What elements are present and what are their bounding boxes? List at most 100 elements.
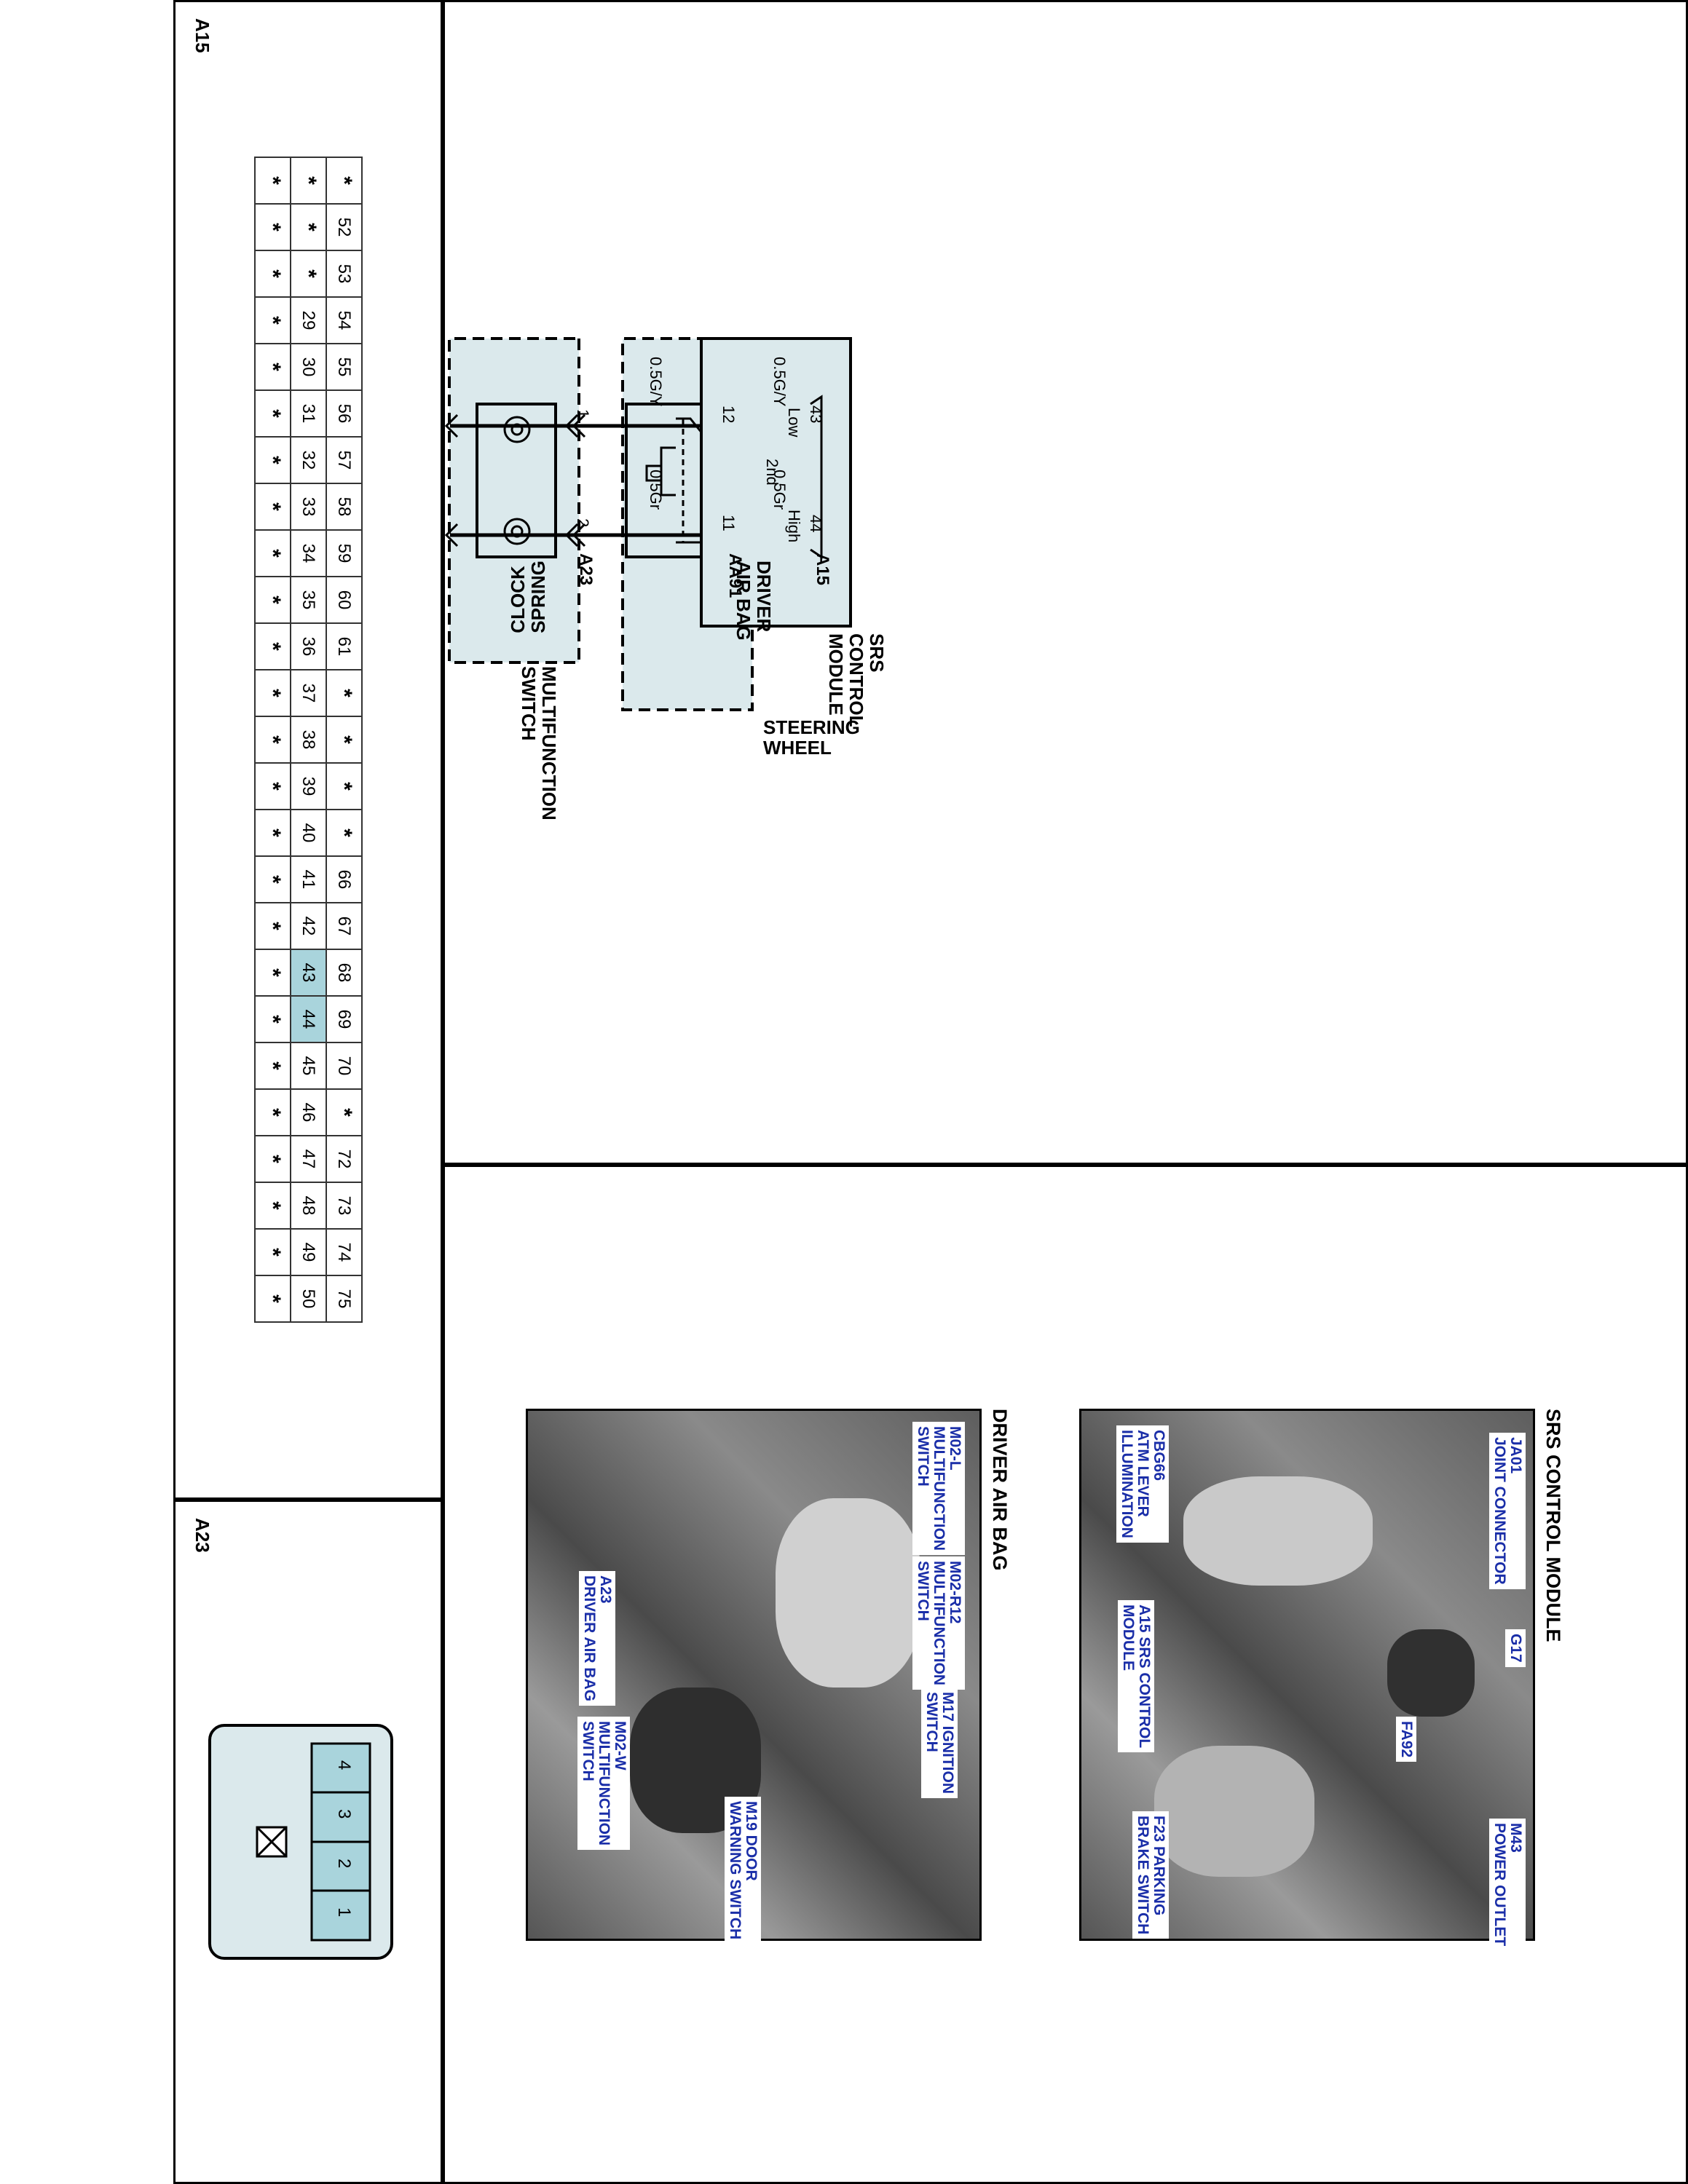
wire-1-color-lower: 0.5G/Y <box>770 357 789 407</box>
a15-pin-cell: 53 <box>326 250 362 297</box>
clock-spring-box <box>476 403 557 558</box>
a15-pin-cell: * <box>255 344 291 390</box>
a15-pin-cell: 67 <box>326 903 362 949</box>
low-high-switch-icon <box>810 395 823 559</box>
callout-m17: M17 IGNITION SWITCH <box>921 1688 958 1799</box>
a15-pin-cell: 44 <box>291 996 326 1042</box>
a15-pin-cell: * <box>255 670 291 716</box>
wire-1-pin-a23: 1 <box>574 409 592 419</box>
a15-pin-cell: * <box>291 157 326 204</box>
low-label: Low <box>785 408 803 438</box>
a15-pin-cell: * <box>255 250 291 297</box>
a15-pin-cell: * <box>255 763 291 810</box>
a15-pin-cell: 61 <box>326 623 362 670</box>
a15-pin-cell: * <box>255 577 291 623</box>
a15-pin-cell: * <box>291 204 326 250</box>
wire-1-pin-aa91: 12 <box>719 405 738 424</box>
a15-pin-cell: 39 <box>291 763 326 810</box>
a15-pin-cell: 50 <box>291 1275 326 1322</box>
a15-pin-cell: 43 <box>291 949 326 996</box>
a15-pin-row: ************************* <box>255 157 291 1322</box>
wire-2-pin-aa91: 11 <box>719 515 738 531</box>
callout-a23-airbag: A23 DRIVER AIR BAG <box>579 1571 615 1706</box>
callout-f23: F23 PARKING BRAKE SWITCH <box>1132 1811 1169 1939</box>
a23-connector-title: A23 <box>192 1518 213 1553</box>
a15-pin-cell: 32 <box>291 437 326 483</box>
a15-pin-cell: * <box>255 157 291 204</box>
a15-pin-cell: 45 <box>291 1042 326 1089</box>
wire-2-color-lower: 0.5Gr <box>770 470 789 510</box>
a15-pin-cell: 40 <box>291 810 326 856</box>
a15-pin-cell: * <box>255 623 291 670</box>
a15-pin-cell: 37 <box>291 670 326 716</box>
a15-pin-cell: * <box>326 716 362 763</box>
srs-photo-title: SRS CONTROL MODULE <box>1542 1409 1564 1642</box>
airbag-photo-title: DRIVER AIR BAG <box>989 1409 1011 1571</box>
wire-2-color-upper: 0.5Gr <box>647 470 665 510</box>
a15-pin-cell: * <box>326 810 362 856</box>
callout-fa92: FA92 <box>1396 1717 1416 1762</box>
clock-spring-coil-2-icon <box>503 518 531 545</box>
a15-pin-cell: 36 <box>291 623 326 670</box>
callout-g17: G17 <box>1505 1629 1526 1667</box>
srs-control-module-label: SRS CONTROL MODULE <box>825 633 888 727</box>
a15-pin-cell: * <box>255 390 291 437</box>
a15-pin-cell: 69 <box>326 996 362 1042</box>
a15-pin-cell: * <box>255 903 291 949</box>
a15-label: A15 <box>813 553 832 586</box>
a15-pin-cell: 38 <box>291 716 326 763</box>
airbag-photo: M02-L MULTIFUNCTION SWITCH M02-R12 MULTI… <box>526 1409 982 1944</box>
a15-pin-cell: * <box>255 1042 291 1089</box>
clock-spring-coil-1-icon <box>503 416 531 443</box>
a15-pin-cell: * <box>326 670 362 716</box>
wire-2-pin-a23: 2 <box>574 518 592 528</box>
a15-pin-cell: 59 <box>326 530 362 577</box>
a15-pin-cell: 58 <box>326 483 362 530</box>
a15-pin-cell: * <box>255 530 291 577</box>
a15-pin-cell: * <box>326 157 362 204</box>
a15-pin-cell: * <box>255 483 291 530</box>
a15-pin-cell: 57 <box>326 437 362 483</box>
a23-pin-2: 2 <box>334 1859 354 1869</box>
a15-pin-cell: 46 <box>291 1089 326 1136</box>
callout-m02-l: M02-L MULTIFUNCTION SWITCH <box>912 1422 965 1556</box>
srs-photo: JA01 JOINT CONNECTOR CBG66 ATM LEVER ILL… <box>1079 1409 1535 1951</box>
a15-pin-cell: 42 <box>291 903 326 949</box>
a15-pin-cell: * <box>255 437 291 483</box>
callout-m43: M43 POWER OUTLET <box>1489 1819 1526 1951</box>
callout-ja01: JA01 JOINT CONNECTOR <box>1489 1433 1526 1589</box>
a15-pin-cell: 29 <box>291 297 326 344</box>
a15-pin-cell: * <box>255 204 291 250</box>
a15-pin-cell: 56 <box>326 390 362 437</box>
a15-pin-cell: * <box>255 716 291 763</box>
a15-pin-cell: * <box>255 1229 291 1275</box>
a15-pin-cell: * <box>255 949 291 996</box>
a15-pin-cell: * <box>255 1275 291 1322</box>
a15-pin-cell: 30 <box>291 344 326 390</box>
a15-pin-cell: 73 <box>326 1182 362 1229</box>
aa91-label: AA91 <box>725 553 745 598</box>
a15-pin-cell: 49 <box>291 1229 326 1275</box>
a23-pin-3: 3 <box>334 1809 354 1819</box>
a15-pin-cell: 55 <box>326 344 362 390</box>
a15-pin-cell: 70 <box>326 1042 362 1089</box>
a15-pin-cell: 60 <box>326 577 362 623</box>
a15-pin-cell: 34 <box>291 530 326 577</box>
a15-pin-cell: * <box>255 1089 291 1136</box>
a15-pin-cell: 41 <box>291 856 326 903</box>
a15-pin-cell: * <box>255 297 291 344</box>
a15-pin-cell: * <box>255 1182 291 1229</box>
a15-pin-cell: * <box>255 810 291 856</box>
a15-pin-cell: 74 <box>326 1229 362 1275</box>
wire-1-pin-a15: 43 <box>807 405 825 424</box>
a15-pin-cell: 75 <box>326 1275 362 1322</box>
a15-pin-cell: * <box>291 250 326 297</box>
wire-1-color-upper: 0.5G/Y <box>647 357 665 407</box>
callout-cbg66: CBG66 ATM LEVER ILLUMINATION <box>1116 1425 1169 1543</box>
callout-m02-r12: M02-R12 MULTIFUNCTION SWITCH <box>912 1556 965 1690</box>
high-label: High <box>785 510 803 543</box>
callout-m19: M19 DOOR WARNING SWITCH <box>725 1797 761 1944</box>
